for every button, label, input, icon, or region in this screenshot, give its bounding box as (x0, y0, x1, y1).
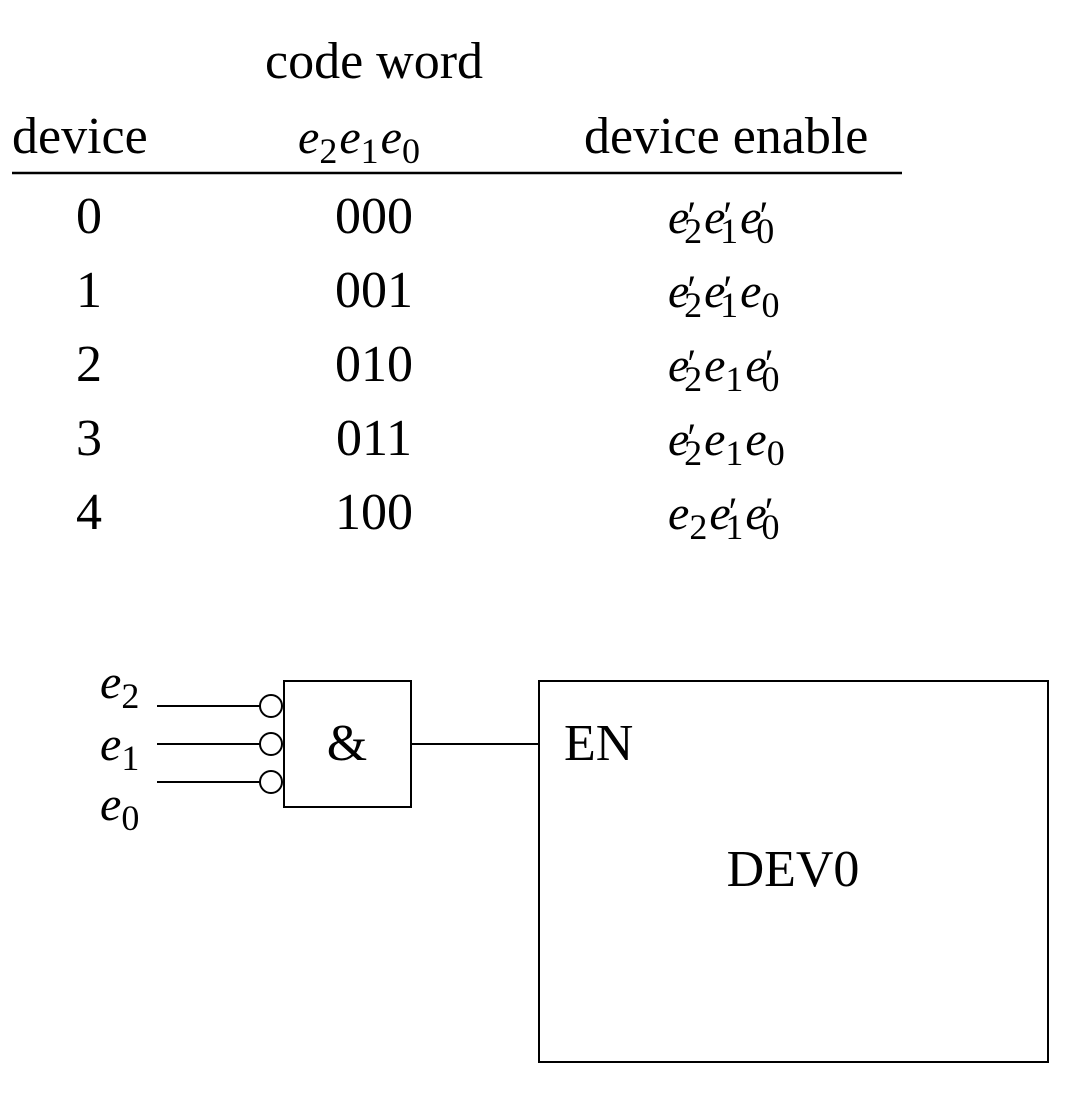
header-device: device (12, 108, 148, 165)
cell-device-enable: e′2e1e0 (668, 413, 785, 473)
cell-device: 2 (76, 336, 102, 393)
table-row: 2 010 e′2e1e′0 (76, 336, 779, 399)
cell-device: 0 (76, 188, 102, 245)
inverter-bubble-e1 (259, 732, 283, 756)
enable-pin-label: EN (564, 715, 633, 772)
cell-device: 4 (76, 484, 102, 541)
cell-code-word: 001 (335, 262, 413, 319)
device-box (538, 680, 1049, 1063)
cell-device-enable: e2e′1e′0 (668, 487, 779, 547)
cell-code-word: 100 (335, 484, 413, 541)
table-row: 4 100 e2e′1e′0 (76, 484, 779, 547)
cell-code-word: 011 (336, 410, 412, 467)
enable-circuit: e2e1e0 & EN DEV0 (100, 656, 1049, 1063)
table-row: 1 001 e′2e′1e0 (76, 262, 779, 325)
device-name: DEV0 (727, 841, 860, 898)
cell-device-enable: e′2e1e′0 (668, 339, 779, 399)
cell-device: 1 (76, 262, 102, 319)
input-label-e0: e0 (100, 778, 139, 838)
input-labels: e2e1e0 (100, 656, 139, 838)
cell-code-word: 000 (335, 188, 413, 245)
header-device-enable: device enable (584, 108, 868, 165)
input-label-e2: e2 (100, 656, 139, 716)
cell-device: 3 (76, 410, 102, 467)
inverter-bubble-e0 (259, 770, 283, 794)
and-gate (283, 680, 412, 808)
cell-device-enable: e′2e′1e0 (668, 265, 779, 325)
input-label-e1: e1 (100, 718, 139, 778)
inverter-bubble-e2 (259, 694, 283, 718)
header-code-bits: e2e1e0 (298, 111, 420, 171)
header-code-word: code word (265, 33, 483, 90)
cell-device-enable: e′2e′1e′0 (668, 191, 774, 251)
and-gate-symbol: & (327, 715, 367, 772)
cell-code-word: 010 (335, 336, 413, 393)
table-row: 3 011 e′2e1e0 (76, 410, 785, 473)
